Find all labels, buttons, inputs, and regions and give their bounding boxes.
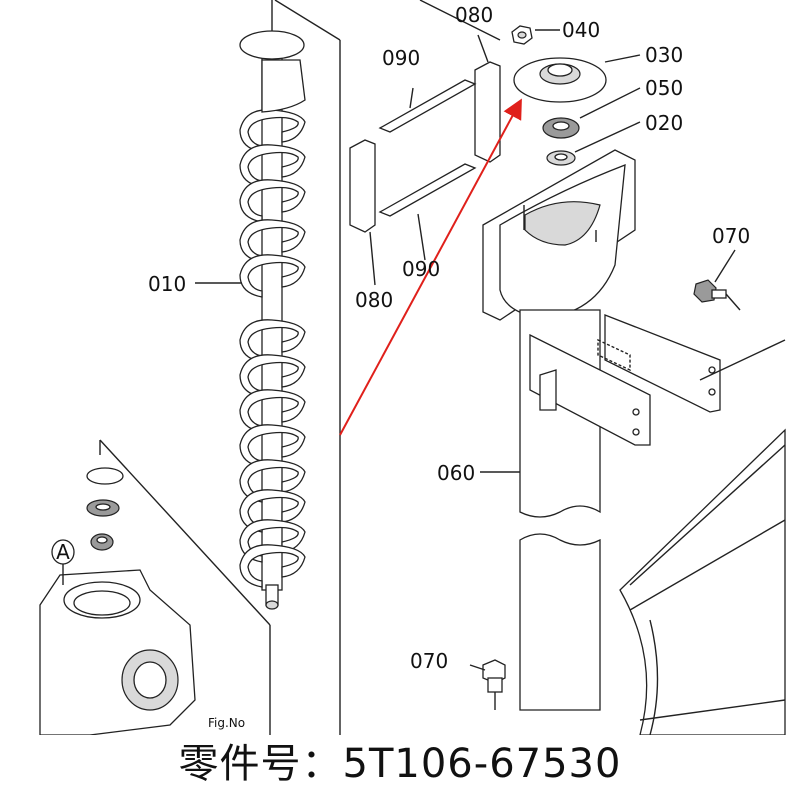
label-090-bottom: 090 [402,257,440,281]
mounting-bracket [529,314,721,446]
label-010: 010 [148,272,186,296]
part-number-caption: 零件号：5T106-67530 [178,741,622,787]
blower-housing [619,339,786,735]
chute-tube-lower [519,533,601,711]
nut-040 [511,25,533,45]
label-090-top: 090 [382,46,420,70]
auger-flight [239,254,306,298]
chute-housing [482,149,636,321]
seal-left [90,533,114,551]
gearbox-housing [39,569,196,735]
bearing-left [86,499,120,517]
marker-a-label: A [56,540,70,564]
fig-no-label: Fig.No [208,716,245,730]
label-060: 060 [437,461,475,485]
auger-flight [239,144,306,188]
bolt-070-lower [482,659,506,710]
auger-flight [239,319,306,363]
label-020: 020 [645,111,683,135]
leader-lines [195,29,736,671]
parts-diagram: A 010 090 080 040 030 050 020 070 090 08… [39,0,786,735]
label-070-upper: 070 [712,224,750,248]
label-040: 040 [562,18,600,42]
label-070-lower: 070 [410,649,448,673]
bolt-070-upper [693,279,741,311]
auger-flight [239,389,306,433]
bearing-050 [542,117,580,139]
cover-plate-030 [513,57,607,103]
auger-flight [239,354,306,398]
auger-flight [239,424,306,468]
frame-lines [99,0,501,735]
auger-top-plate [261,59,306,113]
gasket-set [349,61,501,233]
label-050: 050 [645,76,683,100]
auger-flight [239,544,306,588]
auger-flight [239,109,306,153]
marker-a: A [51,539,75,585]
snap-ring [86,467,124,485]
auger-flight [239,219,306,263]
label-080-bottom: 080 [355,288,393,312]
highlight-arrow [339,98,522,436]
collar-020 [546,150,576,166]
auger-flights [239,109,306,588]
part-labels: 010 090 080 040 030 050 020 070 090 080 … [148,3,750,730]
label-030: 030 [645,43,683,67]
auger-flight [239,179,306,223]
label-080-top: 080 [455,3,493,27]
